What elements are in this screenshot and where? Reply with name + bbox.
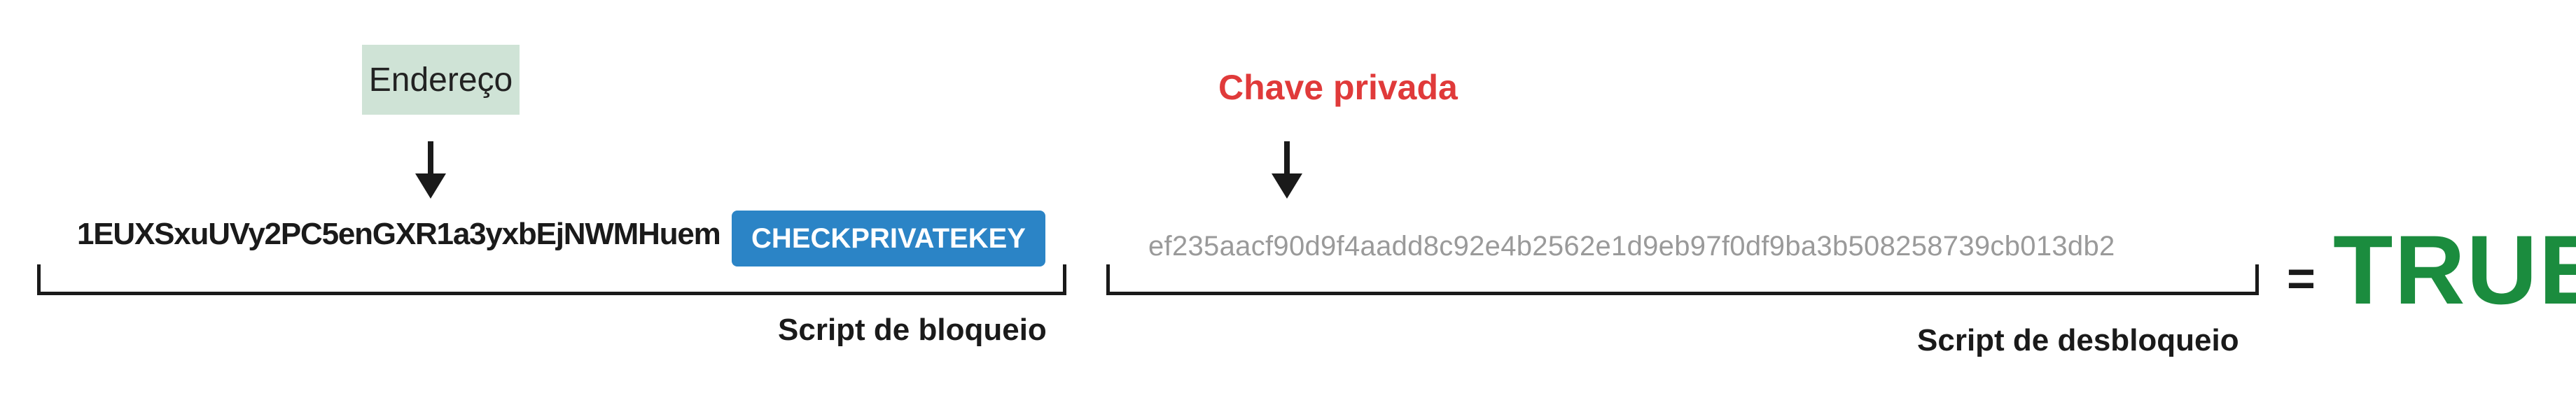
address-label-text: Endereço (368, 61, 513, 99)
address-value: 1EUXSxuUVy2PC5enGXR1a3yxbEjNWMHuem (77, 217, 721, 251)
unlocking-script-caption: Script de desbloqueio (1917, 323, 2239, 357)
unlocking-script-bracket (1106, 264, 2259, 295)
locking-script-bracket (37, 264, 1066, 295)
address-arrow-icon (415, 141, 446, 199)
private-key-arrow-icon (1272, 141, 1302, 199)
locking-script-caption: Script de bloqueio (778, 313, 1047, 347)
equals-sign: = (2287, 251, 2316, 306)
result-value: TRUE (2333, 215, 2576, 325)
opcode-badge: CHECKPRIVATEKEY (732, 211, 1045, 266)
private-key-value: ef235aacf90d9f4aadd8c92e4b2562e1d9eb97f0… (1148, 231, 2115, 262)
address-label: Endereço (362, 45, 520, 115)
opcode-text: CHECKPRIVATEKEY (751, 222, 1026, 254)
private-key-label: Chave privada (1218, 68, 1458, 107)
